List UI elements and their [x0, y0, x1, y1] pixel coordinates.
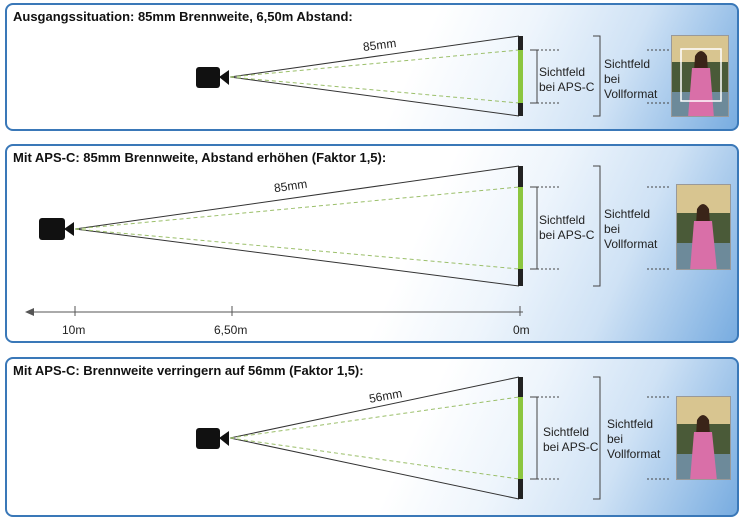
ff-bracket [593, 376, 669, 500]
axis-tick-6-50m: 6,50m [214, 323, 248, 337]
ff-ray-top [74, 165, 520, 230]
fov-diagram [196, 35, 669, 117]
apsc-sensor-bar [518, 187, 523, 269]
panel-title: Mit APS-C: 85mm Brennweite, Abstand erhö… [13, 150, 387, 165]
apsc-bracket [530, 396, 559, 480]
apsc-bracket [530, 186, 559, 270]
panel-original-setup: Ausgangssituation: 85mm Brennweite, 6,50… [5, 3, 739, 131]
apsc-sensor-bar [518, 397, 523, 479]
panel-reduce-focal-length: Mit APS-C: Brennweite verringern auf 56m… [5, 357, 739, 517]
ff-ray-bottom [229, 437, 520, 500]
distance-axis [25, 306, 523, 316]
panel-title: Mit APS-C: Brennweite verringern auf 56m… [13, 363, 364, 378]
apsc-ray-bottom [229, 76, 520, 104]
ff-ray-bottom [74, 228, 520, 287]
axis-tick-0m: 0m [513, 323, 530, 337]
ff-ray-top [229, 376, 520, 439]
apsc-ray-bottom [229, 437, 520, 480]
panel-increase-distance: Mit APS-C: 85mm Brennweite, Abstand erhö… [5, 144, 739, 343]
apsc-ray-bottom [74, 228, 520, 270]
camera-icon [39, 218, 74, 240]
apsc-ray-top [229, 49, 520, 78]
apsc-ray-top [74, 186, 520, 230]
portrait-photo [676, 184, 731, 270]
ff-ray-bottom [229, 76, 520, 117]
apsc-sensor-bar [518, 50, 523, 103]
portrait-photo [671, 35, 729, 117]
ff-bracket [593, 35, 669, 117]
camera-icon [196, 428, 229, 449]
axis-tick-10m: 10m [62, 323, 86, 337]
fov-diagram [25, 165, 669, 316]
fov-diagram [196, 376, 669, 500]
ff-ray-top [229, 35, 520, 78]
ff-bracket [593, 165, 669, 287]
apsc-bracket [530, 49, 559, 104]
portrait-photo [676, 396, 731, 480]
panel-title: Ausgangssituation: 85mm Brennweite, 6,50… [13, 9, 353, 24]
camera-icon [196, 67, 229, 88]
